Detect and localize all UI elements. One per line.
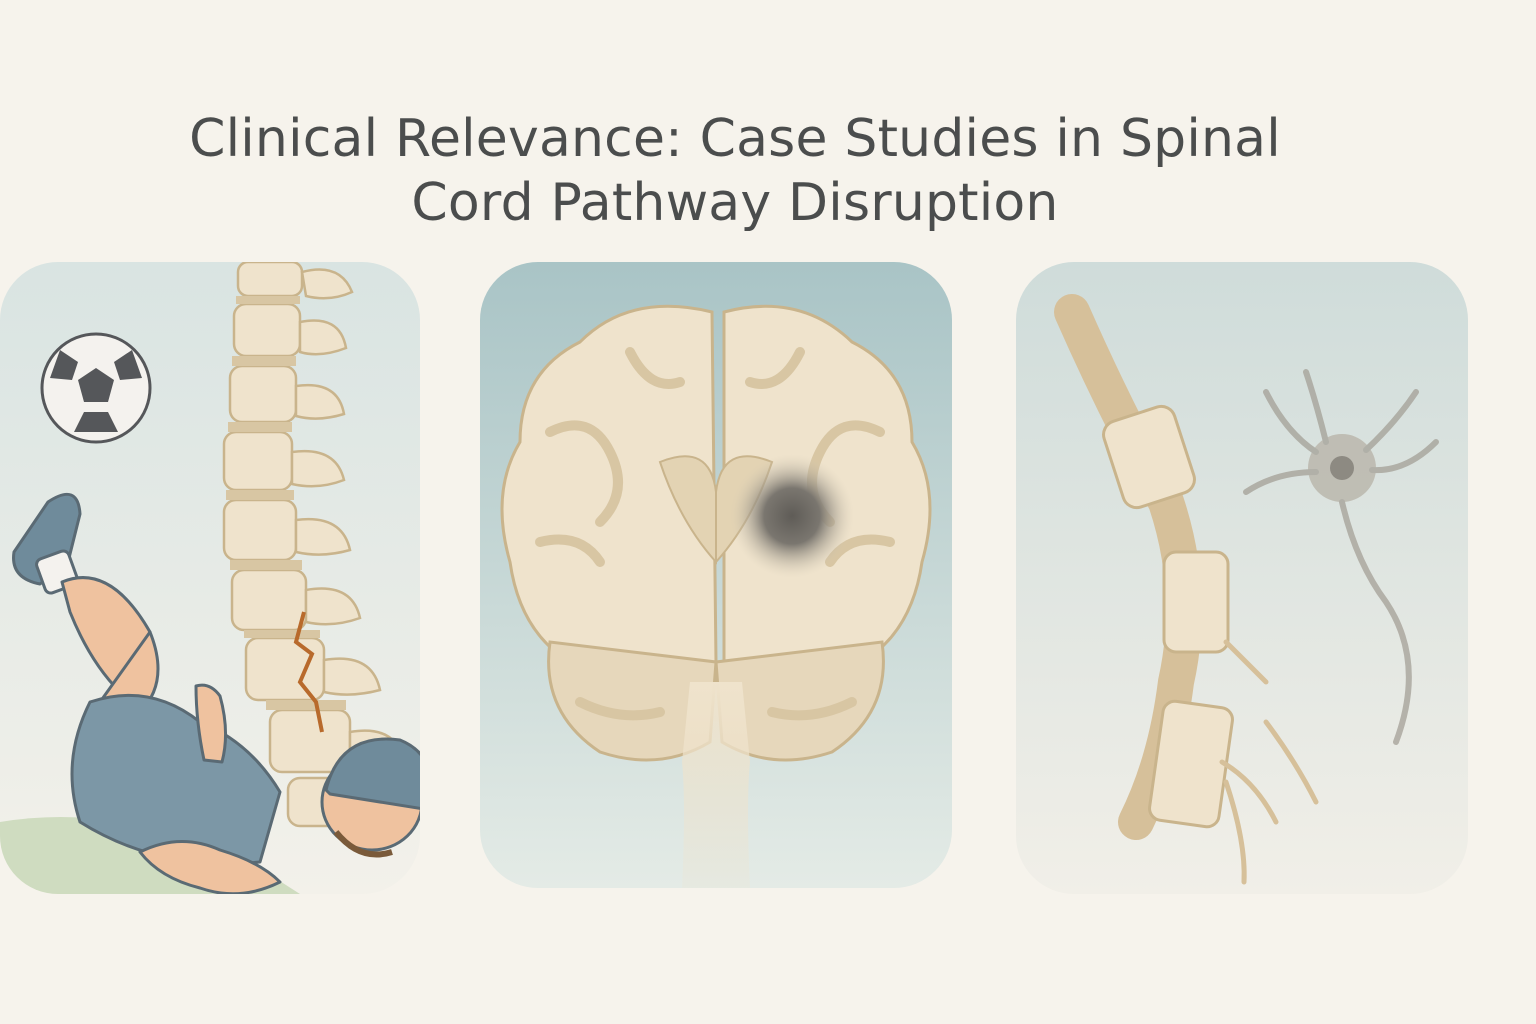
spinal-injury-illustration [0,262,420,894]
brain-lesion-illustration [480,262,952,888]
falling-athlete-icon [12,492,420,894]
axon-icon [1054,294,1234,840]
lesion-icon [730,454,854,578]
title-line-2: Cord Pathway Disruption [411,172,1059,233]
nerve-fiber-break-icon [1219,639,1319,885]
soccer-ball-icon [40,332,152,444]
fracture-crack-icon [293,611,324,733]
neuron-nucleus [1330,456,1354,480]
brain-icon [500,304,932,888]
spine-icon [222,262,406,828]
brain-lesion-panel [480,262,952,888]
title-line-1: Clinical Relevance: Case Studies in Spin… [189,108,1281,169]
intervertebral-discs [226,296,346,710]
nerve-damage-panel [1016,262,1468,894]
page-title: Clinical Relevance: Case Studies in Spin… [0,107,1470,235]
spinal-injury-panel [0,262,420,894]
nerve-damage-illustration [1016,262,1468,894]
